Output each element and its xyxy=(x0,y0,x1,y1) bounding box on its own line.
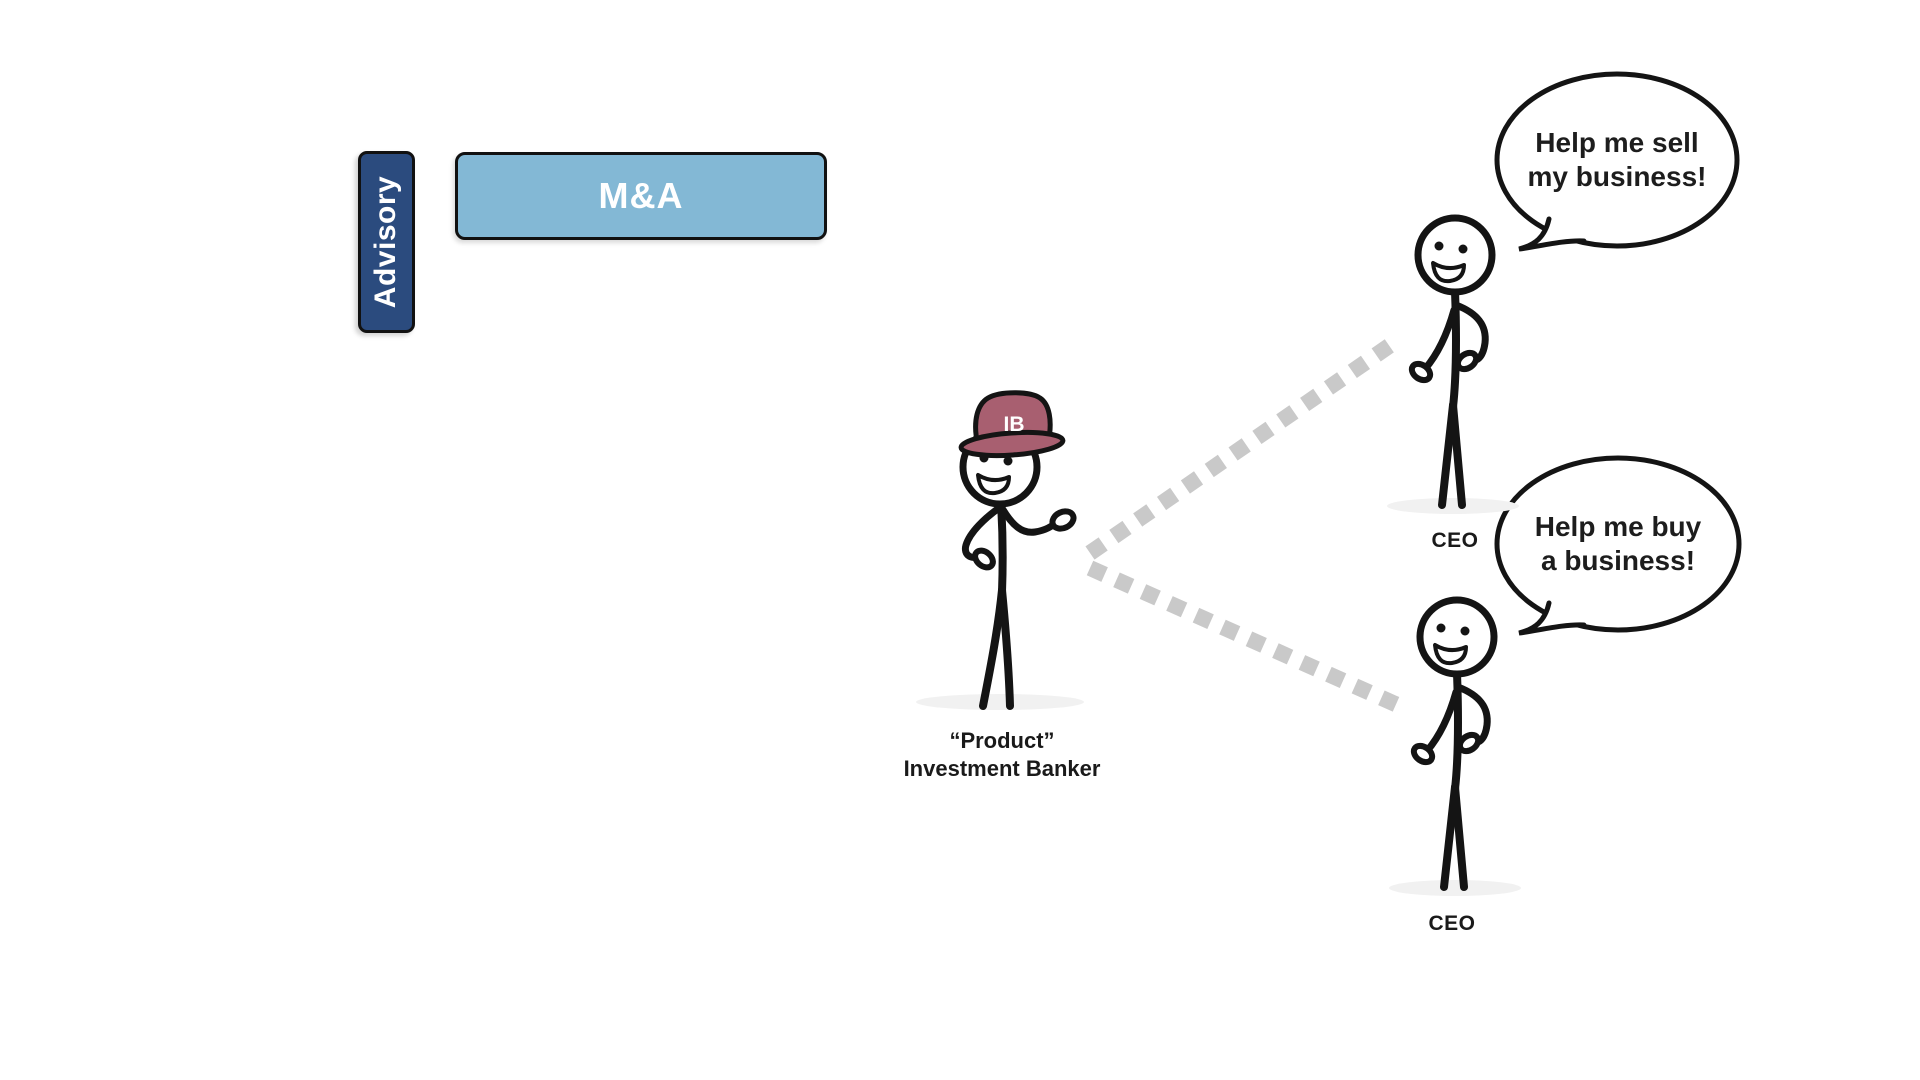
banker-shadow xyxy=(916,694,1084,710)
banker-caption-line1: “Product” xyxy=(949,728,1055,753)
ceo-bottom-figure xyxy=(1389,600,1521,896)
connector-dashed-top xyxy=(1085,337,1397,560)
speech-bubble-buy xyxy=(1494,455,1742,636)
advisory-label: Advisory xyxy=(369,175,403,309)
advisory-category-box: Advisory xyxy=(358,151,415,333)
investment-banker-figure: IB xyxy=(916,390,1084,710)
ceo-top-caption: CEO xyxy=(1431,529,1479,552)
sell-bubble-line1: Help me sell xyxy=(1535,127,1699,158)
buy-bubble-line1: Help me buy xyxy=(1534,511,1702,542)
sell-bubble-line2: my business! xyxy=(1527,161,1707,192)
mna-label: M&A xyxy=(598,175,684,216)
speech-bubble-sell xyxy=(1494,71,1740,252)
mna-product-box: M&A xyxy=(455,152,827,240)
buy-bubble-text: Help me buy a business! xyxy=(1497,466,1739,622)
banker-caption: “Product” Investment Banker xyxy=(862,727,1142,783)
banker-caption-line2: Investment Banker xyxy=(903,756,1101,781)
ib-hat-icon: IB xyxy=(958,390,1066,459)
ceo-bottom-caption: CEO xyxy=(1428,912,1476,935)
sell-bubble-text: Help me sell my business! xyxy=(1498,82,1736,238)
connector-dashed-bottom xyxy=(1086,560,1406,715)
buy-bubble-line2: a business! xyxy=(1540,545,1696,576)
hat-label: IB xyxy=(1004,413,1025,436)
